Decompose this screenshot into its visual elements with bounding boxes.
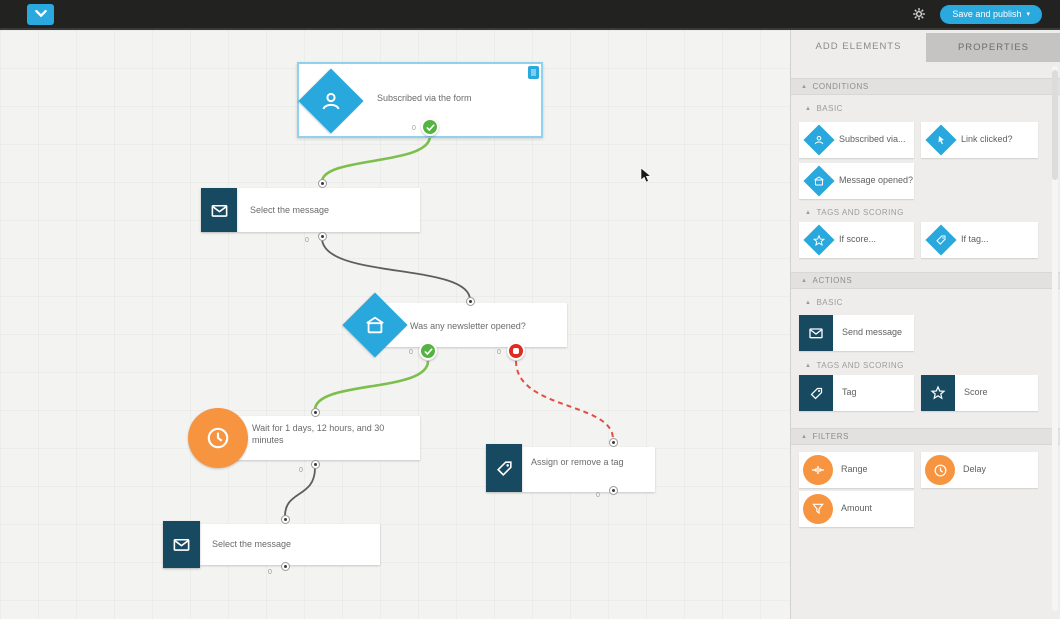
envelope-icon: [799, 315, 833, 351]
input-port[interactable]: [311, 408, 320, 417]
connection-count-badge: 0: [268, 569, 272, 576]
element-if-tag[interactable]: If tag...: [921, 222, 1038, 258]
element-message-opened[interactable]: Message opened?: [799, 163, 914, 199]
section-actions[interactable]: ▲ ACTIONS: [791, 272, 1060, 289]
app-logo-envelope-icon[interactable]: [27, 3, 54, 25]
element-link-clicked[interactable]: Link clicked?: [921, 122, 1038, 158]
subsection-actions-tags-scoring[interactable]: ▲ TAGS AND SCORING: [805, 361, 904, 370]
subsection-actions-basic[interactable]: ▲ BASIC: [805, 298, 843, 307]
element-amount[interactable]: Amount: [799, 491, 914, 527]
node-wait-delay[interactable]: [218, 416, 420, 460]
sidebar-scrollbar-thumb[interactable]: [1052, 70, 1058, 180]
output-port[interactable]: [311, 460, 320, 469]
input-port[interactable]: [318, 179, 327, 188]
sidebar-scrollbar-track[interactable]: [1052, 66, 1058, 611]
node-label: Subscribed via the form: [377, 93, 472, 103]
element-delay[interactable]: Delay: [921, 452, 1038, 488]
envelope-icon: [163, 521, 200, 568]
input-port[interactable]: [609, 438, 618, 447]
funnel-icon: [803, 494, 833, 524]
tab-properties[interactable]: PROPERTIES: [926, 33, 1060, 62]
workflow-canvas[interactable]: Subscribed via the form 0 Select the mes…: [0, 30, 790, 619]
tag-icon: [925, 224, 957, 256]
tag-icon: [799, 375, 833, 411]
connection-count-badge: 0: [497, 349, 501, 356]
wire-wait-to-select2: [284, 467, 316, 517]
connection-count-badge: 0: [412, 125, 416, 132]
clock-icon: [925, 455, 955, 485]
envelope-open-icon: [803, 165, 835, 197]
connection-count-badge: 0: [305, 237, 309, 244]
connection-count-badge: 0: [299, 467, 303, 474]
collapse-triangle-icon: ▲: [801, 83, 808, 90]
node-label: Assign or remove a tag: [531, 457, 624, 467]
collapse-triangle-icon: ▲: [805, 105, 812, 112]
connection-count-badge: 0: [409, 349, 413, 356]
output-port[interactable]: [318, 232, 327, 241]
node-select-message-2[interactable]: [200, 524, 380, 565]
gear-icon[interactable]: [912, 7, 926, 21]
wire-select-to-newsletter: [321, 237, 471, 301]
save-and-publish-button[interactable]: Save and publish ▾: [940, 4, 1042, 24]
input-port[interactable]: [466, 297, 475, 306]
element-send-message[interactable]: Send message: [799, 315, 914, 351]
tag-icon: [486, 444, 522, 492]
section-conditions[interactable]: ▲ CONDITIONS: [791, 78, 1060, 95]
element-score[interactable]: Score: [921, 375, 1038, 411]
collapse-triangle-icon: ▲: [805, 299, 812, 306]
pointer-click-icon: [925, 124, 957, 156]
topbar: Save and publish ▾: [0, 0, 1060, 30]
node-label: Select the message: [250, 205, 330, 215]
yes-check-icon[interactable]: [421, 118, 439, 136]
sidebar: ADD ELEMENTS PROPERTIES ▲ CONDITIONS ▲ B…: [790, 30, 1060, 619]
star-icon: [921, 375, 955, 411]
envelope-icon: [201, 188, 237, 232]
save-and-publish-label: Save and publish: [952, 9, 1022, 19]
wire-no-newsletter-to-tag: [515, 360, 614, 440]
collapse-triangle-icon: ▲: [805, 209, 812, 216]
node-label: Was any newsletter opened?: [410, 321, 526, 331]
star-icon: [803, 224, 835, 256]
connection-count-badge: 0: [596, 492, 600, 499]
wire-yes-subscribed-to-select: [320, 135, 432, 183]
element-if-score[interactable]: If score...: [799, 222, 914, 258]
node-label: Wait for 1 days, 12 hours, and 30 minute…: [252, 423, 385, 446]
person-icon: [803, 124, 835, 156]
subsection-conditions-tags-scoring[interactable]: ▲ TAGS AND SCORING: [805, 208, 904, 217]
clock-icon: [188, 408, 248, 468]
connection-wires: [284, 135, 614, 517]
sidebar-tabs: ADD ELEMENTS PROPERTIES: [791, 30, 1060, 62]
section-filters[interactable]: ▲ FILTERS: [791, 428, 1060, 445]
element-subscribed-via[interactable]: Subscribed via...: [799, 122, 914, 158]
output-port[interactable]: [609, 486, 618, 495]
node-select-message-1[interactable]: [237, 188, 420, 232]
range-icon: [803, 455, 833, 485]
input-port[interactable]: [281, 515, 290, 524]
collapse-triangle-icon: ▲: [805, 362, 812, 369]
mouse-cursor: [640, 168, 652, 183]
node-menu-icon[interactable]: [528, 66, 539, 79]
node-assign-remove-tag[interactable]: [522, 447, 655, 492]
collapse-triangle-icon: ▲: [801, 433, 808, 440]
wire-yes-newsletter-to-wait: [313, 360, 430, 411]
no-x-icon[interactable]: [507, 342, 525, 360]
element-tag[interactable]: Tag: [799, 375, 914, 411]
output-port[interactable]: [281, 562, 290, 571]
node-label: Select the message: [212, 539, 292, 549]
yes-check-icon[interactable]: [419, 342, 437, 360]
tab-add-elements[interactable]: ADD ELEMENTS: [815, 40, 902, 52]
subsection-conditions-basic[interactable]: ▲ BASIC: [805, 104, 843, 113]
collapse-triangle-icon: ▲: [801, 277, 808, 284]
caret-down-icon: ▾: [1026, 11, 1030, 18]
element-range[interactable]: Range: [799, 452, 914, 488]
